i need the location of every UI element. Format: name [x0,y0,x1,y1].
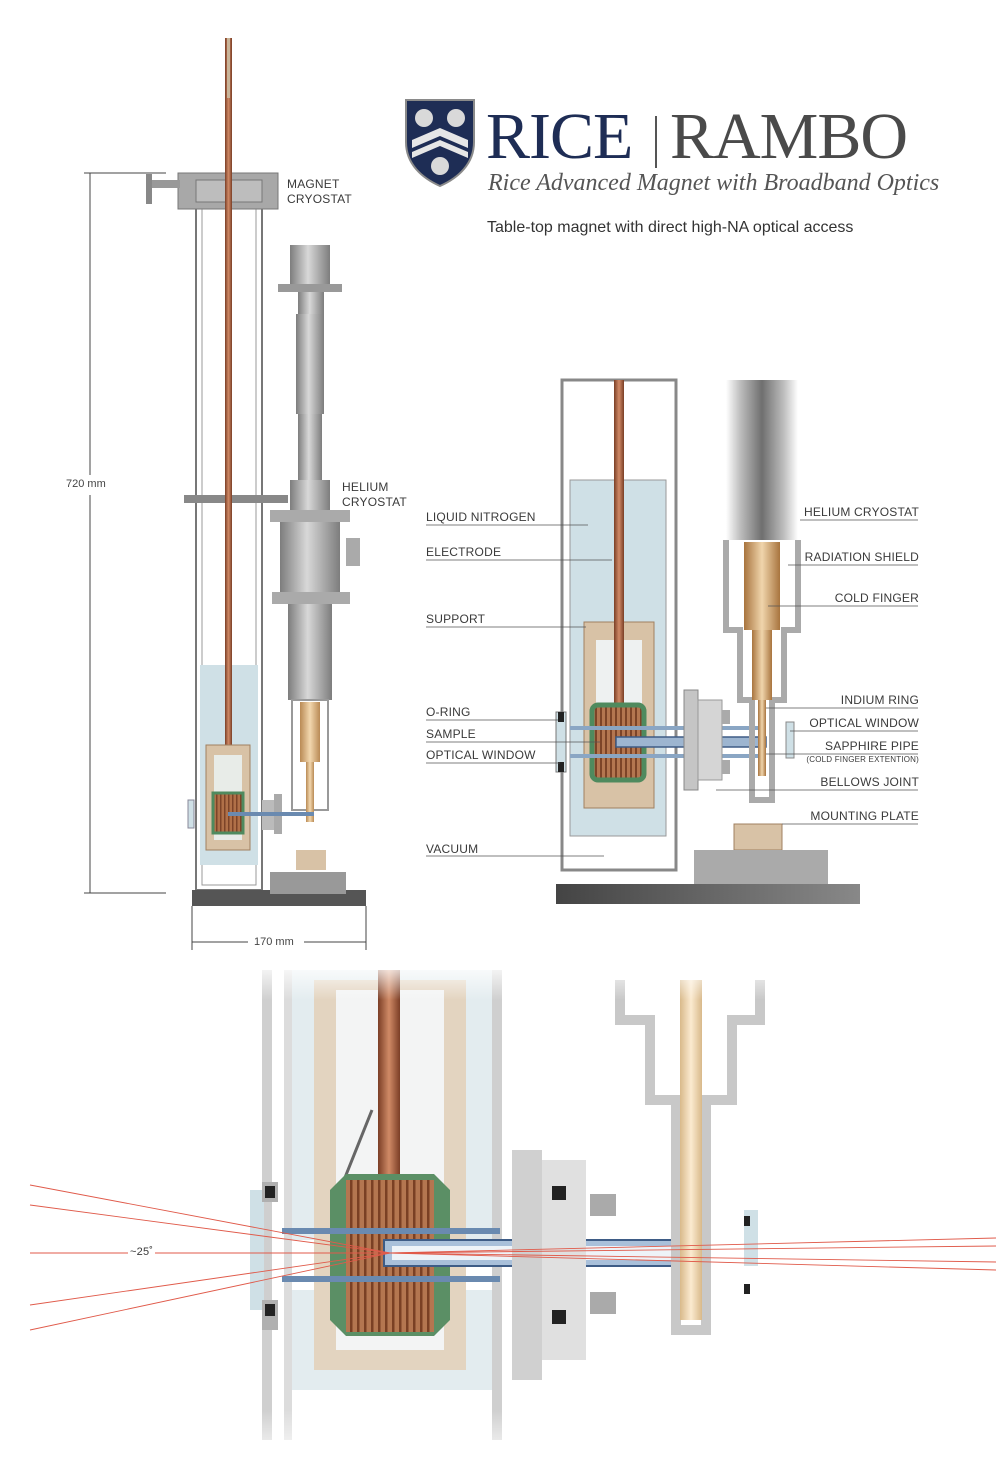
brand-separator [655,116,657,168]
overview-drawing [84,38,367,950]
rice-shield-logo [405,99,475,188]
brand-rambo: RAMBO [670,100,908,173]
label-mounting-plate: MOUNTING PLATE [810,809,919,823]
label-magnet-cryostat-2: CRYOSTAT [287,192,352,206]
label-liquid-nitrogen: LIQUID NITROGEN [426,510,536,524]
detail-leader-lines [426,519,918,857]
label-helium-cryostat: HELIUM CRYOSTAT [803,505,919,519]
closeup-drawing [0,960,996,1464]
tagline: Table-top magnet with direct high-NA opt… [487,219,854,236]
width-dimension: 170 mm [254,936,294,948]
detail-drawing [426,378,918,904]
label-helium-cryostat-1: HELIUM [342,480,389,494]
optical-beam-rays [29,1184,996,1331]
brand-rice: RICE [486,100,633,173]
dimension-lines [84,172,367,950]
height-dimension: 720 mm [66,478,106,490]
label-optical-window-left: OPTICAL WINDOW [426,748,536,762]
label-optical-window-right: OPTICAL WINDOW [809,716,919,730]
label-electrode: ELECTRODE [426,545,502,559]
detail-helium-cryostat [726,380,798,540]
overview-optical-pipe [228,812,314,816]
helium-cryostat [262,245,360,894]
label-vacuum: VACUUM [426,842,479,856]
label-sample: SAMPLE [426,727,476,741]
label-magnet-cryostat-1: MAGNET [287,177,340,191]
label-bellows-joint: BELLOWS JOINT [820,775,919,789]
electrode [614,380,624,710]
cold-finger [744,542,780,630]
label-indium-ring: INDIUM RING [840,693,919,707]
label-radiation-shield: RADIATION SHIELD [804,550,919,564]
label-cold-finger-extention: (COLD FINGER EXTENTION) [806,755,919,764]
brand-subtitle: Rice Advanced Magnet with Broadband Opti… [488,170,940,196]
beam-angle-label: ~25˚ [128,1246,156,1258]
label-sapphire-pipe: SAPPHIRE PIPE [825,739,919,753]
label-helium-cryostat-2: CRYOSTAT [342,495,407,509]
electrode-rod [225,38,232,778]
label-support: SUPPORT [426,612,486,626]
label-cold-finger: COLD FINGER [834,591,919,605]
label-o-ring: O-RING [426,705,471,719]
closeup-electrode [378,970,400,1180]
closeup-cold-finger [680,980,702,1320]
